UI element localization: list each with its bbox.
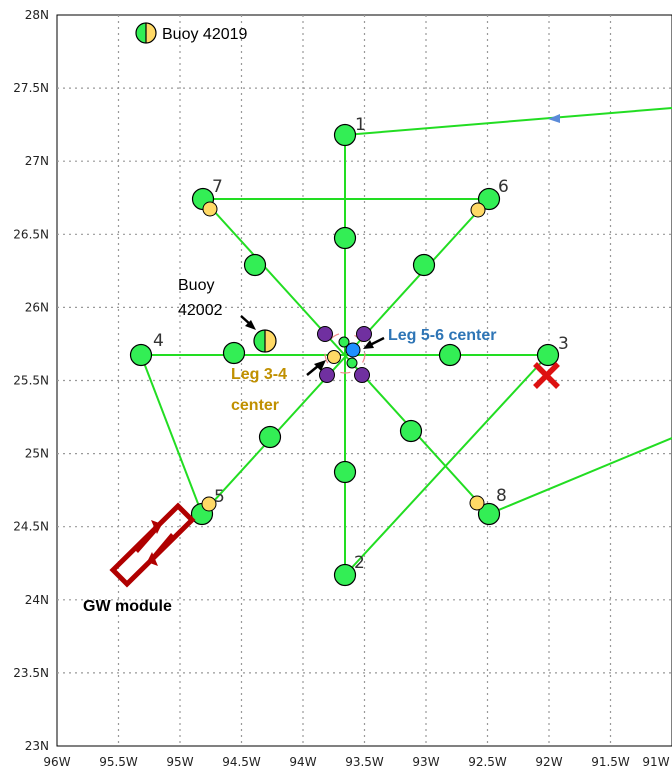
waypoint-number: 2 (354, 553, 365, 573)
lon-tick-label: 94.5W (222, 755, 261, 769)
lon-tick-label: 93W (412, 755, 439, 769)
waypoint-number: 8 (496, 486, 507, 506)
latitude-tick-labels: 23N 23.5N 24N 24.5N 25N 25.5N 26N 26.5N 27N 27.5N… (13, 8, 49, 753)
waypoint-mid (333, 226, 357, 250)
purple-marker (319, 367, 335, 383)
dropsonde-markers (201, 201, 486, 512)
waypoint-mid (438, 343, 462, 367)
track-line (488, 437, 672, 515)
track-line (344, 354, 549, 576)
arrow-icon (245, 320, 256, 330)
purple-marker (317, 326, 333, 342)
legend: Buoy 42019 (135, 22, 248, 44)
lat-tick-label: 27.5N (13, 81, 49, 95)
red-x-icon (533, 362, 560, 389)
purple-marker (356, 326, 372, 342)
track-line (201, 198, 490, 515)
center-small-marker (346, 357, 358, 369)
lat-tick-label: 28N (25, 8, 49, 22)
gw-module-icon (109, 502, 196, 588)
lon-tick-label: 92W (535, 755, 562, 769)
waypoint-3 (536, 343, 560, 367)
lon-tick-label: 92.5W (468, 755, 507, 769)
longitude-tick-labels: 96W 95.5W 95W 94.5W 94W 93.5W 93W 92.5W 92W 91.5W… (43, 755, 669, 769)
arrow-icon (306, 365, 319, 376)
lat-tick-label: 27N (25, 154, 49, 168)
waypoint-8 (477, 502, 501, 526)
leg34-annotation: Leg 3-4 center (231, 360, 326, 414)
buoy-42002-label: 42002 (178, 302, 223, 319)
track-line (140, 354, 203, 515)
leg56-annotation: Leg 5-6 center (363, 327, 496, 349)
lat-tick-label: 24N (25, 593, 49, 607)
lon-tick-label: 95W (166, 755, 193, 769)
leg56-center-label: Leg 5-6 center (388, 327, 496, 344)
waypoint-mid (412, 253, 436, 277)
waypoint-4 (129, 343, 153, 367)
waypoint-2 (333, 563, 357, 587)
center-small-marker (338, 336, 350, 348)
dropsonde-marker (469, 495, 485, 511)
dropsonde-marker (202, 201, 218, 217)
waypoint-number: 1 (355, 115, 366, 135)
waypoint-number: 3 (558, 334, 569, 354)
waypoint-mid (399, 419, 423, 443)
lat-tick-label: 25.5N (13, 374, 49, 388)
buoy-42002-label: Buoy (178, 277, 214, 294)
track-line (344, 107, 672, 136)
leg34-center-marker (327, 350, 341, 364)
buoy-42002: Buoy 42002 (178, 277, 277, 353)
gw-module-label: GW module (83, 598, 172, 615)
waypoint-mid (258, 425, 282, 449)
waypoint-6 (477, 187, 501, 211)
dropsonde-marker (470, 202, 486, 218)
buoy-icon (135, 22, 157, 44)
purple-marker (354, 367, 370, 383)
waypoints (129, 123, 560, 587)
center-ring (324, 332, 366, 374)
lon-tick-label: 91.5W (591, 755, 630, 769)
waypoint-number: 4 (153, 331, 164, 351)
lat-tick-label: 26.5N (13, 227, 49, 241)
arrow-icon (363, 340, 374, 349)
flight-tracks (140, 107, 672, 576)
center-cluster (317, 326, 372, 383)
legend-buoy-label: Buoy 42019 (162, 26, 248, 43)
leg56-center-marker (345, 342, 361, 358)
lat-tick-label: 23N (25, 739, 49, 753)
leg34-center-label: center (231, 397, 279, 414)
lat-tick-label: 26N (25, 300, 49, 314)
dropsonde-marker (201, 496, 217, 512)
waypoint-numbers: 1 2 3 4 5 6 7 8 (153, 115, 569, 573)
lon-tick-label: 93.5W (345, 755, 384, 769)
lon-tick-label: 95.5W (99, 755, 138, 769)
waypoint-number: 5 (214, 487, 225, 507)
lon-tick-label: 91W (642, 755, 669, 769)
waypoint-mid (333, 460, 357, 484)
leg34-center-label: Leg 3-4 (231, 366, 287, 383)
lat-tick-label: 25N (25, 447, 49, 461)
lat-tick-label: 24.5N (13, 520, 49, 534)
buoy-icon (253, 329, 277, 353)
lon-tick-label: 96W (43, 755, 70, 769)
gw-module: GW module (83, 502, 196, 615)
lat-tick-label: 23.5N (13, 666, 49, 680)
waypoint-1 (333, 123, 357, 147)
lon-tick-label: 94W (289, 755, 316, 769)
waypoint-mid (243, 253, 267, 277)
arrow-icon (369, 336, 385, 347)
waypoint-number: 7 (212, 177, 223, 197)
arrow-icon (548, 114, 560, 123)
arrow-icon (314, 360, 326, 371)
waypoint-number: 6 (498, 177, 509, 197)
waypoint-mid (222, 341, 246, 365)
